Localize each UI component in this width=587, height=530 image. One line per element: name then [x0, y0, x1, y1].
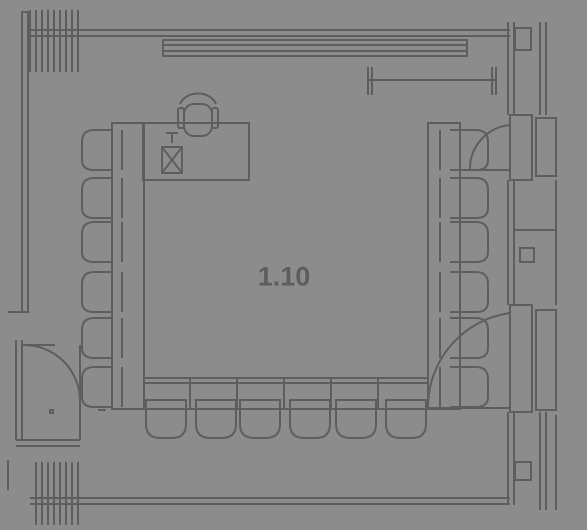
markers: [7, 409, 106, 490]
walls: [8, 11, 515, 505]
stair-grille-top: [29, 10, 79, 72]
exterior-right: [514, 22, 557, 510]
entry-door-left: [21, 343, 82, 440]
desk-chair: [177, 92, 219, 137]
wall-shelf: [162, 39, 468, 57]
chairs-left: [81, 129, 123, 408]
chairs-bottom: [145, 399, 427, 439]
coat-rail: [367, 67, 497, 95]
door-right-top: [468, 114, 557, 181]
teacher-desk: [142, 122, 250, 181]
room-number: 1.10: [257, 261, 311, 292]
door-right-bottom: [426, 304, 557, 413]
stair-grille-bottom: [35, 462, 79, 525]
chairs-right: [439, 129, 489, 408]
